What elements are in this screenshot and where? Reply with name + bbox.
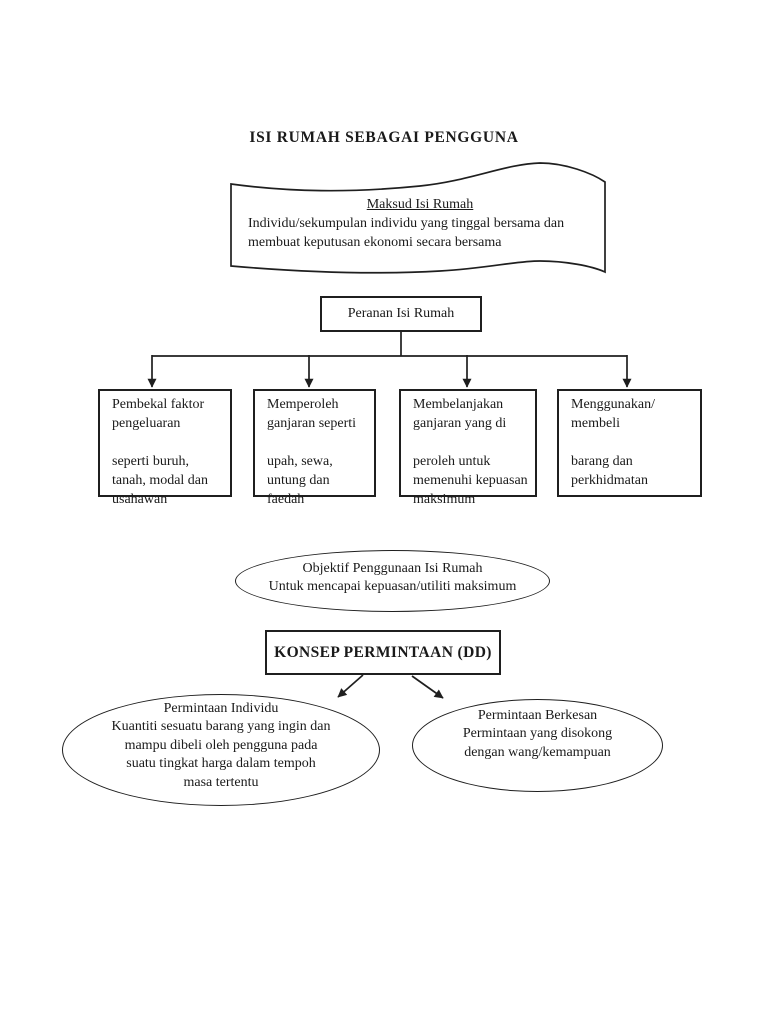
peranan-isi-rumah-label: Peranan Isi Rumah <box>347 306 455 321</box>
role-box-membelanjakan-ganjaran: Membelanjakan ganjaran yang di peroleh u… <box>399 389 537 507</box>
role-box-pembekal-faktor: Pembekal faktor pengeluaran seperti buru… <box>98 389 232 507</box>
arrow-to-permintaan-berkesan <box>411 675 444 699</box>
objektif-penggunaan-ellipse: Objektif Penggunaan Isi Rumah Untuk menc… <box>235 550 550 612</box>
peranan-isi-rumah-box: Peranan Isi Rumah <box>320 296 482 332</box>
page-title: ISI RUMAH SEBAGAI PENGGUNA <box>249 129 519 146</box>
banner-body-text: Individu/sekumpulan individu yang tingga… <box>248 216 565 250</box>
banner-heading: Maksud Isi Rumah <box>366 197 474 212</box>
role-box-menggunakan-membeli: Menggunakan/ membeli barang dan perkhidm… <box>557 389 702 497</box>
permintaan-individu-ellipse: Permintaan Individu Kuantiti sesuatu bar… <box>62 694 380 806</box>
arrow-to-permintaan-individu <box>337 674 364 698</box>
permintaan-berkesan-ellipse: Permintaan Berkesan Permintaan yang diso… <box>412 699 663 792</box>
konsep-permintaan-label: KONSEP PERMINTAAN (DD) <box>274 643 492 661</box>
konsep-permintaan-box: KONSEP PERMINTAAN (DD) <box>265 630 501 675</box>
banner-scroll-shape <box>230 162 606 274</box>
role-box-memperoleh-ganjaran: Memperoleh ganjaran seperti upah, sewa, … <box>253 389 376 507</box>
